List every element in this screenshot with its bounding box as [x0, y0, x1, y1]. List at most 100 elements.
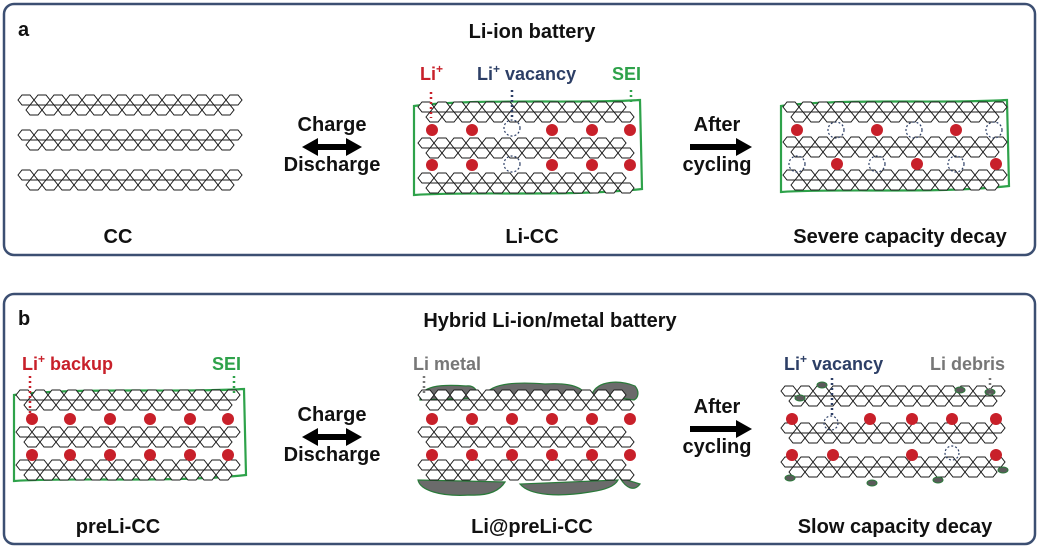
- decay-vacancy-0: [827, 121, 845, 139]
- slow-debris-6: [932, 476, 944, 484]
- decay-layer-2-row-top: [782, 169, 1008, 181]
- li-preli-ion-bottom-0: [426, 449, 438, 461]
- li-cc-ion-2: [546, 124, 558, 136]
- slow-debris-2: [954, 386, 966, 394]
- preli-layer-2-row-bottom: [23, 469, 233, 481]
- li-cc-layer-2-row-top: [417, 172, 627, 184]
- preli-layer-1-row-bottom: [23, 436, 233, 448]
- preli-ion-top-4: [184, 413, 196, 425]
- slow-ion-0: [786, 413, 798, 425]
- preli-ion-top-2: [104, 413, 116, 425]
- panel-b-charge-label: Charge: [298, 404, 367, 426]
- panel-a-caption-cc: CC: [104, 226, 133, 248]
- panel-a-cycling-arrow-head-right: [736, 138, 752, 156]
- decay-vacancy-4: [868, 155, 886, 173]
- decay-ion-0: [791, 124, 803, 136]
- slow-ion-4: [990, 413, 1002, 425]
- panel-b-caption-slow: Slow capacity decay: [798, 516, 993, 538]
- li-cc-ion-8: [586, 159, 598, 171]
- li-cc-ion-1: [466, 124, 478, 136]
- decay-layer-1-row-top: [782, 136, 1008, 148]
- panel-a-charge-arrow-head-right: [346, 138, 362, 156]
- li-cc-ion-0: [426, 124, 438, 136]
- li-preli-ion-bottom-3: [546, 449, 558, 461]
- decay-ion-5: [990, 158, 1002, 170]
- panel-a-frame: [2, 2, 1037, 257]
- preli-ion-top-3: [144, 413, 156, 425]
- li-cc-ion-9: [624, 159, 636, 171]
- cc-layer-1-row-bottom: [25, 139, 235, 151]
- panel-b-discharge-label: Discharge: [284, 444, 381, 466]
- panel-a-caption-li-cc: Li-CC: [505, 226, 558, 248]
- preli-ion-bottom-2: [104, 449, 116, 461]
- decay-vacancy-5: [947, 155, 965, 173]
- panel-b-sei-label: SEI: [212, 354, 241, 374]
- panel-a-caption-decay: Severe capacity decay: [793, 226, 1007, 248]
- slow-debris-0: [794, 394, 806, 402]
- preli-ion-top-0: [26, 413, 38, 425]
- structure-drawings: [12, 90, 1011, 496]
- panel-b-charge-arrow-head-right: [346, 428, 362, 446]
- preli-ion-top-5: [222, 413, 234, 425]
- preli-ion-bottom-5: [222, 449, 234, 461]
- decay-layer-0-row-top: [782, 101, 1008, 113]
- li-preli-layer-0-row-top: [417, 389, 627, 401]
- panel-a-title: Li-ion battery: [469, 21, 597, 43]
- preli-ion-bottom-0: [26, 449, 38, 461]
- preli-layer-1-row-top: [15, 426, 241, 438]
- panel-a-letter: a: [18, 19, 30, 41]
- slow-layer-1-row-top: [780, 422, 1006, 434]
- li-cc-layer-1-row-bottom: [425, 147, 635, 159]
- panel-b-after-label: After: [694, 396, 741, 418]
- li-cc-vacancy-0: [503, 119, 521, 137]
- preli-ion-bottom-4: [184, 449, 196, 461]
- panel-b-caption-li-preli: Li@preLi-CC: [471, 516, 593, 538]
- li-preli-ion-bottom-5: [624, 449, 636, 461]
- decay-ion-4: [911, 158, 923, 170]
- li-preli-ion-top-1: [466, 413, 478, 425]
- panel-a-discharge-label: Discharge: [284, 154, 381, 176]
- decay-layer-0-row-bottom: [790, 111, 1000, 123]
- preli-ion-bottom-3: [144, 449, 156, 461]
- li-preli-layer-1-row-bottom: [425, 436, 635, 448]
- panel-a-sei-label: SEI: [612, 64, 641, 84]
- li-cc-ion-7: [546, 159, 558, 171]
- li-preli-ion-bottom-2: [506, 449, 518, 461]
- li-cc-layer-2-row-bottom: [425, 182, 635, 194]
- slow-ion-2: [906, 413, 918, 425]
- slow-layer-1-row-bottom: [788, 432, 998, 444]
- slow-layer-0-row-bottom: [788, 395, 998, 407]
- li-cc-ion-5: [426, 159, 438, 171]
- slow-vacancy-1: [944, 445, 960, 461]
- panel-b-charge-arrow-head-left: [302, 428, 318, 446]
- slow-ion-8: [990, 449, 1002, 461]
- li-preli-ion-top-3: [546, 413, 558, 425]
- li-cc-ion-6: [466, 159, 478, 171]
- panel-a-li-ion-label: Li+: [420, 62, 443, 84]
- slow-debris-5: [866, 479, 878, 487]
- cc-layer-1-row-top: [17, 129, 243, 141]
- decay-ion-1: [871, 124, 883, 136]
- cc-layer-2-row-top: [17, 169, 243, 181]
- slow-ion-3: [946, 413, 958, 425]
- panel-b-li-metal-label: Li metal: [413, 354, 481, 374]
- slow-debris-1: [816, 381, 828, 389]
- panel-b-debris-label: Li debris: [930, 354, 1005, 374]
- li-cc-ion-4: [624, 124, 636, 136]
- li-preli-ion-top-2: [506, 413, 518, 425]
- slow-layer-2-row-bottom: [788, 466, 998, 478]
- li-cc-layer-0-row-top: [417, 101, 627, 113]
- panel-b-title: Hybrid Li-ion/metal battery: [423, 310, 677, 332]
- li-preli-ion-top-5: [624, 413, 636, 425]
- li-metal-blob-3: [417, 479, 507, 496]
- preli-layer-0-row-top: [15, 389, 241, 401]
- panel-a-charge-arrow-head-left: [302, 138, 318, 156]
- slow-ion-5: [786, 449, 798, 461]
- cc-layer-0-row-top: [17, 94, 243, 106]
- li-cc-layer-0-row-bottom: [425, 111, 635, 123]
- panel-b-cycling-arrow-head-right: [736, 420, 752, 438]
- li-cc-vacancy-1: [503, 155, 521, 173]
- slow-ion-7: [906, 449, 918, 461]
- panel-b-cycling-label: cycling: [683, 436, 752, 458]
- panel-b-backup-label: Li+ backup: [22, 352, 113, 374]
